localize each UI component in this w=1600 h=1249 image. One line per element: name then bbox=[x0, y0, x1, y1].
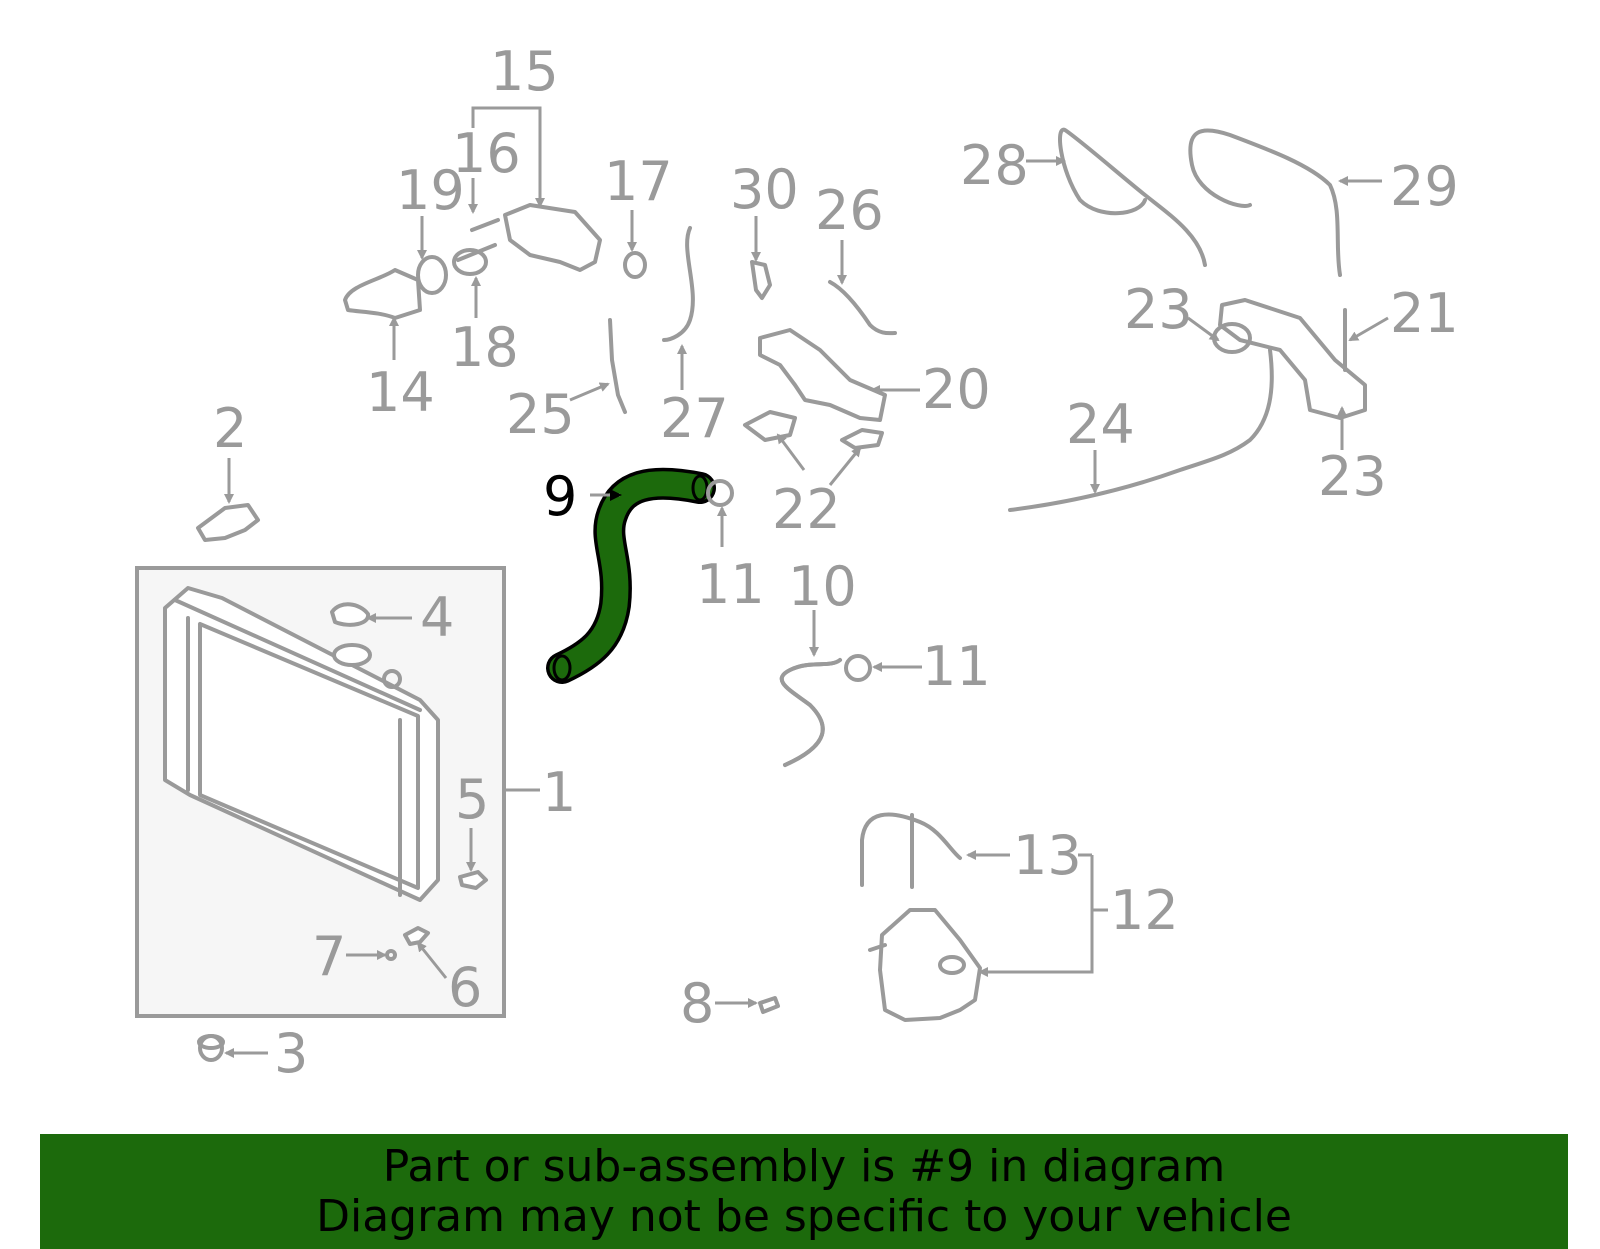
callout-15: 15 bbox=[490, 40, 559, 103]
callout-11-upper: 11 bbox=[696, 553, 765, 616]
part-11-clamp-upper bbox=[706, 479, 734, 507]
callout-14: 14 bbox=[366, 361, 435, 424]
part-5-drain-plug bbox=[458, 870, 488, 890]
callout-3: 3 bbox=[274, 1022, 308, 1085]
callout-19: 19 bbox=[396, 159, 465, 222]
info-banner: Part or sub-assembly is #9 in diagram Di… bbox=[40, 1134, 1568, 1249]
part-22-gasket-b bbox=[840, 428, 884, 450]
part-12-reservoir bbox=[868, 908, 982, 1022]
part-14-water-inlet bbox=[343, 268, 422, 320]
banner-line-2: Diagram may not be specific to your vehi… bbox=[316, 1191, 1292, 1242]
callout-12: 12 bbox=[1110, 879, 1179, 942]
callout-13: 13 bbox=[1013, 824, 1082, 887]
part-20-water-outlet bbox=[758, 328, 887, 422]
part-10-hose-inner bbox=[779, 658, 842, 767]
callout-22: 22 bbox=[772, 478, 841, 541]
leader-lines bbox=[224, 106, 1389, 1058]
part-25-pipe bbox=[608, 318, 627, 414]
part-17-o-ring bbox=[623, 251, 647, 279]
callout-28: 28 bbox=[960, 134, 1029, 197]
callout-17: 17 bbox=[604, 150, 673, 213]
part-3-grommet bbox=[197, 1034, 225, 1062]
callout-2: 2 bbox=[213, 397, 247, 460]
callout-23-left: 23 bbox=[1124, 278, 1193, 341]
part-13-overflow-hose bbox=[860, 812, 962, 889]
callout-10: 10 bbox=[788, 555, 857, 618]
part-19-gasket bbox=[416, 255, 448, 295]
callout-4: 4 bbox=[420, 586, 454, 649]
callout-26: 26 bbox=[815, 179, 884, 242]
callout-23-right: 23 bbox=[1318, 445, 1387, 508]
radiator-part bbox=[163, 586, 440, 902]
part-30-sensor bbox=[750, 260, 772, 300]
callout-21: 21 bbox=[1390, 282, 1459, 345]
callout-27: 27 bbox=[660, 387, 729, 450]
part-7-o-ring bbox=[385, 949, 397, 961]
callout-18: 18 bbox=[450, 316, 519, 379]
part-9-radiator-hose-fill bbox=[549, 471, 713, 681]
part-29-hose bbox=[1188, 128, 1342, 277]
banner-line-1: Part or sub-assembly is #9 in diagram bbox=[382, 1141, 1226, 1192]
part-24-bypass-pipe bbox=[1008, 348, 1274, 512]
callout-24: 24 bbox=[1066, 393, 1135, 456]
part-4-seal bbox=[330, 602, 371, 627]
callout-7: 7 bbox=[312, 925, 346, 988]
part-21-water-pipe bbox=[1212, 298, 1367, 420]
callout-16: 16 bbox=[452, 122, 521, 185]
callout-11-lower: 11 bbox=[922, 635, 991, 698]
part-27-hose bbox=[662, 226, 695, 342]
part-8-bolt bbox=[758, 996, 780, 1014]
part-9-radiator-hose-highlighted bbox=[546, 467, 716, 684]
part-28-hose bbox=[1058, 127, 1207, 267]
callout-6: 6 bbox=[448, 956, 482, 1019]
callout-25: 25 bbox=[506, 383, 575, 446]
callout-30: 30 bbox=[730, 158, 799, 221]
callout-29: 29 bbox=[1390, 155, 1459, 218]
part-9-hose-end-lower bbox=[552, 654, 572, 682]
part-26-hose bbox=[828, 280, 897, 336]
part-22-gasket-a bbox=[743, 410, 797, 442]
part-11-clamp-lower bbox=[844, 654, 872, 682]
callout-5: 5 bbox=[455, 768, 489, 831]
callout-20: 20 bbox=[922, 358, 991, 421]
part-16-stud bbox=[470, 218, 500, 232]
callout-1: 1 bbox=[542, 761, 576, 824]
part-2-bracket bbox=[196, 503, 260, 542]
part-9-hose-end-upper bbox=[691, 474, 709, 502]
callout-8: 8 bbox=[680, 972, 714, 1035]
callout-9: 9 bbox=[543, 465, 577, 528]
part-6-drain-cock bbox=[403, 926, 430, 946]
part-15-housing bbox=[503, 203, 602, 272]
part-18-thermostat bbox=[452, 243, 497, 276]
